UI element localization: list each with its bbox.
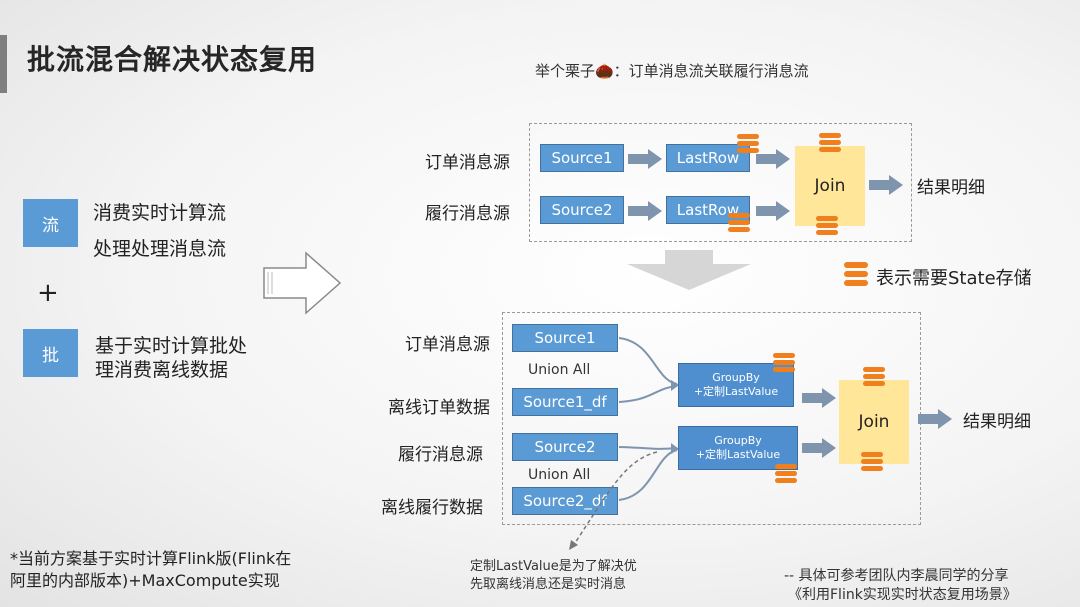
- arrow-icon: [802, 388, 836, 408]
- arrow-icon: [628, 149, 662, 169]
- big-arrow-icon: [263, 251, 342, 315]
- database-icon: [773, 353, 795, 372]
- bottom-fulfill-source-label: 履行消息源: [398, 445, 483, 465]
- stream-line-2: 处理处理消息流: [93, 238, 227, 260]
- batch-line-2: 理消费离线数据: [95, 359, 229, 381]
- bottom-offline-order-label: 离线订单数据: [388, 398, 490, 418]
- bottom-source2-df-box: Source2_df: [512, 487, 618, 515]
- database-icon: [861, 452, 883, 471]
- bottom-join-box: Join: [839, 380, 909, 464]
- database-icon: [844, 262, 868, 286]
- bottom-source1-df-box: Source1_df: [512, 388, 618, 416]
- bottom-offline-fulfill-label: 离线履行数据: [381, 498, 483, 518]
- page-title: 批流混合解决状态复用: [27, 43, 318, 76]
- database-icon: [819, 133, 841, 152]
- legend-text: 表示需要State存储: [876, 268, 1032, 289]
- top-diagram-frame: [529, 123, 912, 242]
- top-join-box: Join: [795, 146, 865, 226]
- arrow-icon: [802, 438, 836, 458]
- top-order-source-label: 订单消息源: [425, 153, 510, 173]
- credit-line-2: 《利用Flink实现实时状态复用场景》: [788, 587, 1017, 603]
- stream-line-1: 消费实时计算流: [93, 202, 227, 224]
- top-fulfill-source-label: 履行消息源: [425, 204, 510, 224]
- example-caption: 举个栗子🌰：订单消息流关联履行消息流: [535, 62, 809, 80]
- footnote-line-2: 阿里的内部版本)+MaxCompute实现: [10, 571, 280, 590]
- title-accent-bar: [0, 35, 7, 93]
- groupby2-line1: GroupBy: [714, 434, 762, 447]
- top-result-label: 结果明细: [917, 178, 985, 198]
- union-connector-lines: [618, 337, 679, 501]
- top-lastrow1-box: LastRow: [666, 144, 750, 172]
- database-icon: [863, 367, 885, 386]
- groupby2-line2: +定制LastValue: [695, 448, 781, 461]
- footnote-line-1: *当前方案基于实时计算Flink版(Flink在: [10, 549, 292, 568]
- union-all-label-1: Union All: [528, 362, 591, 378]
- note-pointer-line: [569, 451, 658, 550]
- database-icon: [728, 213, 750, 232]
- bottom-source2-box: Source2: [512, 433, 618, 461]
- database-icon: [775, 464, 797, 483]
- note-line-2: 先取离线消息还是实时消息: [470, 577, 627, 592]
- plus-sign: +: [37, 278, 59, 308]
- bottom-result-label: 结果明细: [963, 412, 1031, 432]
- stream-tag: 流: [23, 199, 78, 247]
- arrow-icon: [756, 201, 790, 221]
- arrow-icon: [628, 201, 662, 221]
- credit-line-1: -- 具体可参考团队内李晨同学的分享: [784, 568, 1009, 584]
- bottom-order-source-label: 订单消息源: [405, 335, 490, 355]
- arrow-icon: [918, 409, 952, 429]
- union-all-label-2: Union All: [528, 467, 591, 483]
- groupby1-line1: GroupBy: [712, 371, 760, 384]
- top-source2-box: Source2: [540, 196, 624, 224]
- batch-line-1: 基于实时计算批处: [95, 335, 248, 357]
- top-source1-box: Source1: [540, 144, 624, 172]
- down-arrow-icon: [627, 250, 751, 290]
- top-lastrow2-box: LastRow: [666, 196, 750, 224]
- arrow-icon: [756, 149, 790, 169]
- note-line-1: 定制LastValue是为了解决优: [470, 559, 637, 574]
- batch-tag: 批: [23, 329, 78, 377]
- groupby2-box: GroupBy +定制LastValue: [678, 426, 798, 470]
- database-icon: [816, 216, 838, 235]
- database-icon: [737, 134, 759, 153]
- arrow-icon: [869, 175, 903, 195]
- bottom-source1-box: Source1: [512, 324, 618, 352]
- groupby1-line2: +定制LastValue: [693, 385, 779, 398]
